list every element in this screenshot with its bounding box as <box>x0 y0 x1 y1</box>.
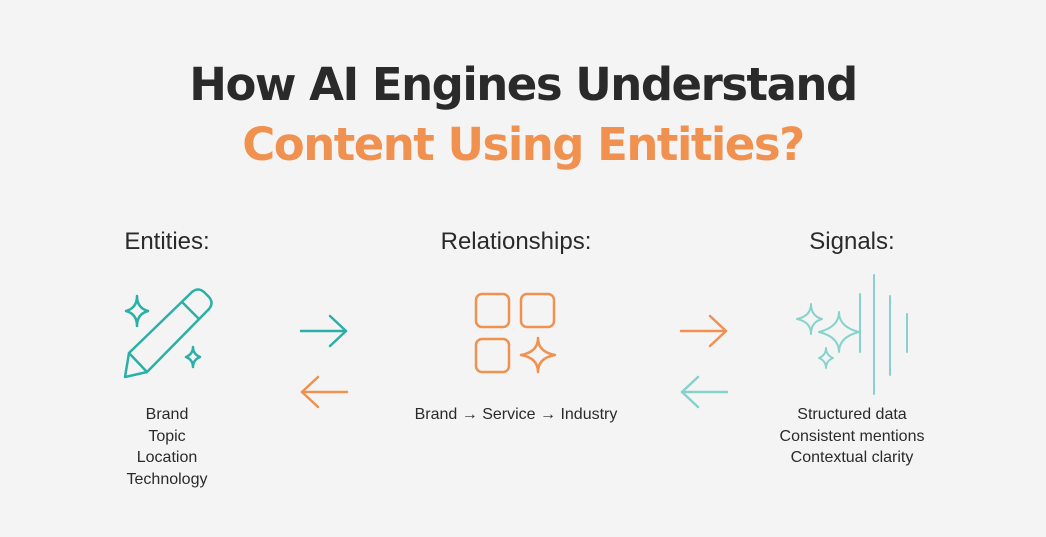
entities-heading: Entities: <box>124 228 210 255</box>
relationships-heading: Relationships: <box>440 228 592 255</box>
list-item: Consistent mentions <box>779 427 925 445</box>
title-line-1: How AI Engines Understand <box>189 58 858 111</box>
list-item: Structured data <box>797 406 907 423</box>
arrow-left-icon <box>300 375 349 409</box>
pencil-sparkle-icon <box>123 288 213 379</box>
list-item: Topic <box>148 427 186 445</box>
list-item: Technology <box>126 470 208 488</box>
list-item: Contextual clarity <box>790 449 914 466</box>
list-item: Brand <box>145 406 189 423</box>
sparkles-lines-icon <box>796 274 908 395</box>
arrow-right-icon <box>679 314 728 348</box>
signals-heading: Signals: <box>809 228 895 255</box>
list-item: Location <box>136 449 198 466</box>
signals-list: Structured data Consistent mentions Cont… <box>702 404 1002 469</box>
entities-list: Brand Topic Location Technology <box>17 404 317 490</box>
arrow-left-icon <box>680 375 729 409</box>
arrow-right-icon <box>299 314 348 348</box>
relationships-chain: Brand → Service → Industry <box>414 406 618 423</box>
title-line-2: Content Using Entities? <box>242 118 805 171</box>
grid-sparkle-icon <box>474 292 557 374</box>
